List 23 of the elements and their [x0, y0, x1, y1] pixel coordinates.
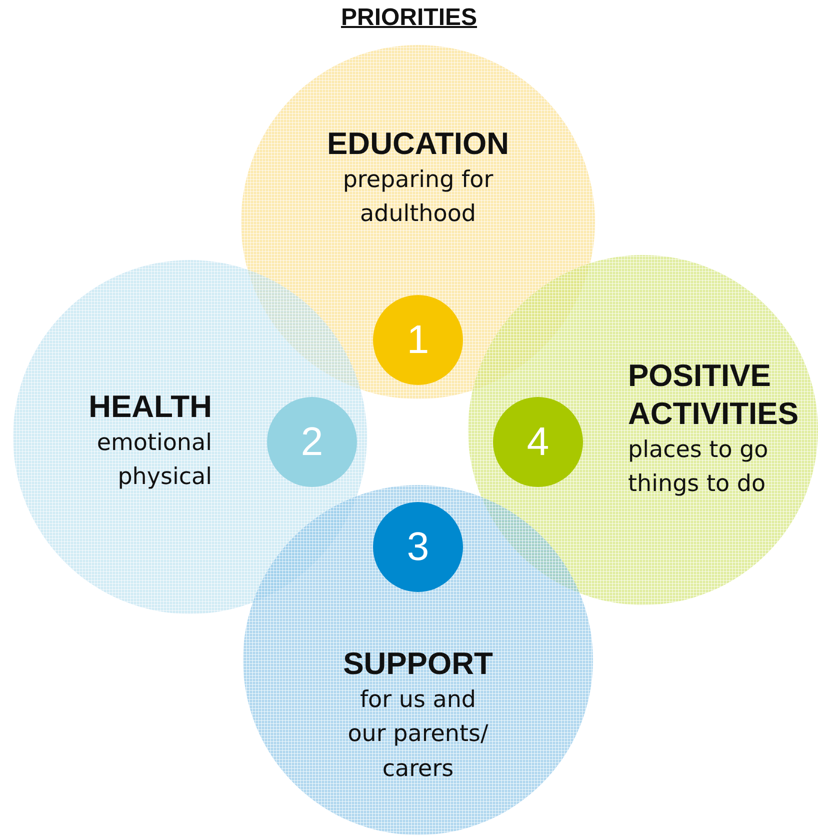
number-badge: [373, 295, 463, 385]
priority-circle: [243, 485, 593, 835]
number-badge: [373, 502, 463, 592]
priority-heading: POSITIVE ACTIVITIES: [628, 357, 800, 433]
priority-description: for us and our parents/ carers: [346, 686, 490, 784]
priority-heading: HEALTH: [88, 388, 212, 426]
priority-number: 3: [406, 527, 430, 567]
priority-number: 4: [526, 422, 550, 462]
priority-number: 1: [406, 320, 430, 360]
priority-number: 2: [300, 422, 324, 462]
priority-heading: EDUCATION: [327, 125, 509, 163]
priority-description: things to do: [628, 470, 766, 500]
priority-circle: [241, 45, 595, 399]
priority-circle: [13, 260, 367, 614]
priority-description: emotional: [96, 428, 212, 458]
priority-description: preparing for adulthood: [342, 166, 494, 230]
priority-circle: [468, 255, 818, 605]
number-badge: [493, 397, 583, 487]
number-badge: [267, 397, 357, 487]
diagram-title: PRIORITIES: [340, 4, 478, 32]
priority-description: places to go: [628, 436, 768, 465]
priority-heading: SUPPORT: [343, 645, 493, 683]
priority-description: physical: [118, 463, 212, 492]
